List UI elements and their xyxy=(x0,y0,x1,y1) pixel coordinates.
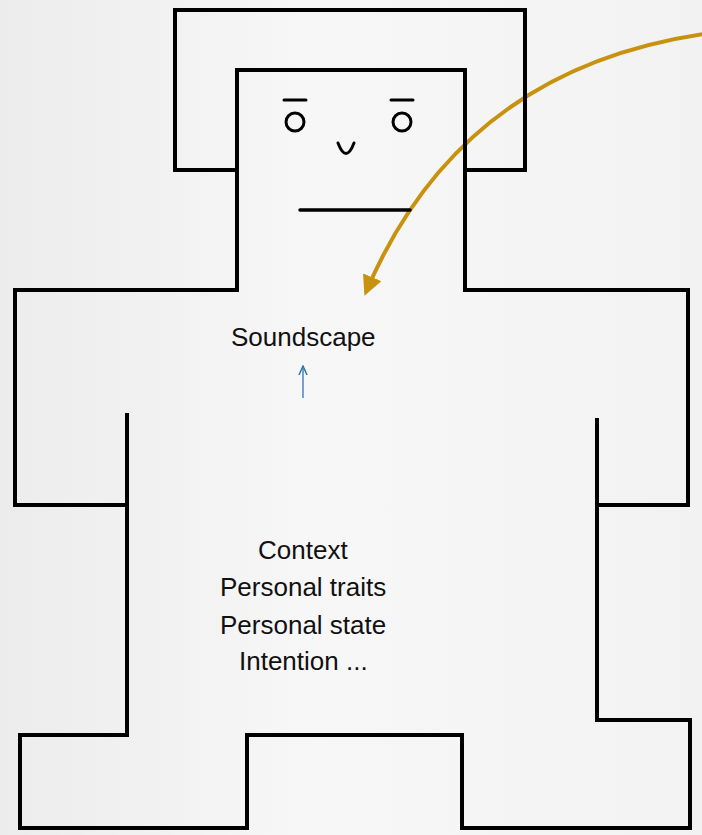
factor-label: Personal state xyxy=(220,610,386,640)
influence-arrow xyxy=(302,366,303,398)
eye xyxy=(286,113,304,131)
robot-outline-part xyxy=(175,10,525,170)
eye xyxy=(393,113,411,131)
factor-label: Intention ... xyxy=(239,646,368,676)
factor-label: Context xyxy=(258,535,348,565)
factor-label: Personal traits xyxy=(220,572,386,602)
robot-outline-part xyxy=(465,290,688,505)
nose xyxy=(338,143,354,154)
robot-outline-part xyxy=(237,70,465,290)
robot-outline-part xyxy=(20,415,690,828)
input-arrow xyxy=(366,34,702,292)
eyebrow xyxy=(391,99,413,102)
eyebrow xyxy=(284,99,306,102)
mouth xyxy=(300,208,410,212)
output-label: Soundscape xyxy=(231,322,376,352)
